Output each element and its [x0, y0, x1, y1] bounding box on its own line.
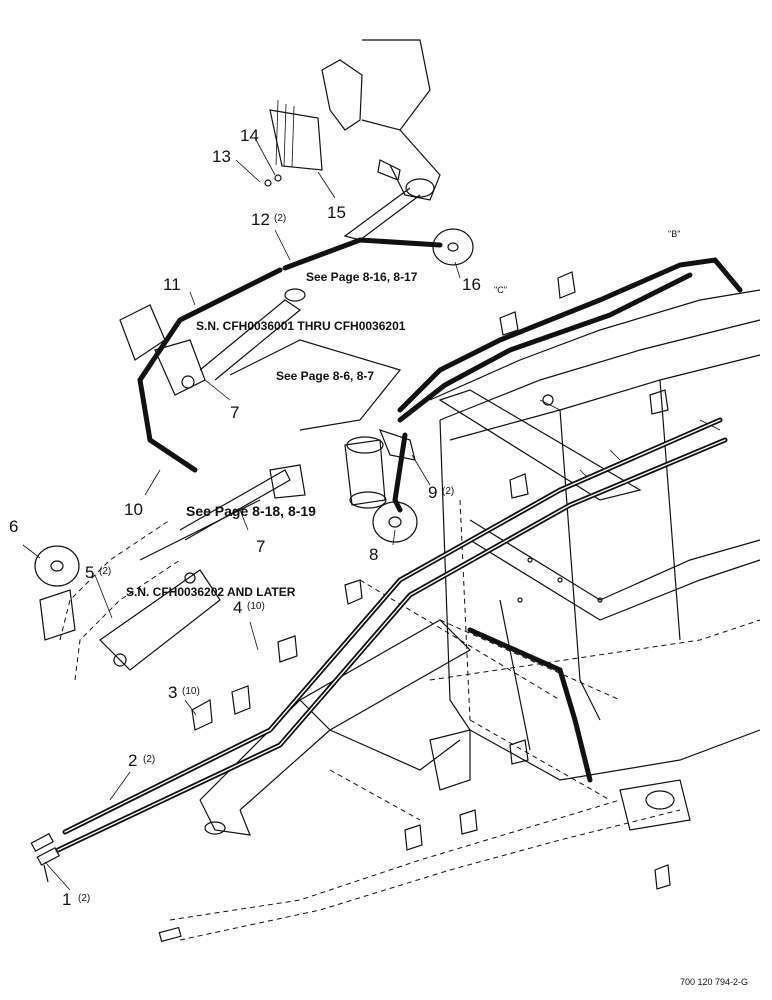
reference-notes: See Page 8-16, 8-17 S.N. CFH0036001 THRU…	[126, 229, 680, 599]
callout-8-number: 8	[369, 545, 378, 564]
callout-7b-number: 7	[256, 537, 265, 556]
callout-9-qty: (2)	[442, 486, 454, 497]
leader-lines	[22, 137, 461, 891]
hose-lines	[55, 237, 743, 941]
dust-caps	[34, 228, 474, 587]
upper-linkage-assembly	[264, 39, 441, 241]
callout-16-number: 16	[462, 275, 481, 294]
callout-1-qty: (2)	[78, 893, 90, 904]
label-b: "B"	[668, 229, 680, 239]
callout-14-number: 14	[240, 126, 259, 145]
callout-4-qty: (10)	[247, 601, 265, 612]
callout-1-number: 1	[62, 890, 71, 909]
note-sn-range-1: S.N. CFH0036001 THRU CFH0036201	[196, 319, 406, 333]
callout-labels: 1 (2) 2 (2) 3 (10) 4 (10) 5 (2) 6 7 7 8 …	[9, 126, 481, 909]
callout-2-number: 2	[128, 751, 137, 770]
callout-5-number: 5	[85, 563, 94, 582]
callout-7a-number: 7	[230, 403, 239, 422]
note-see-page-8-6: See Page 8-6, 8-7	[276, 369, 374, 383]
callout-2-qty: (2)	[143, 754, 155, 765]
label-c: "C"	[494, 285, 507, 295]
callout-6-number: 6	[9, 517, 18, 536]
callout-5-qty: (2)	[99, 566, 111, 577]
note-see-page-8-16: See Page 8-16, 8-17	[306, 270, 418, 284]
callout-15-number: 15	[327, 203, 346, 222]
frame-structure	[359, 289, 761, 801]
callout-12-number: 12	[251, 210, 270, 229]
callout-3-qty: (10)	[182, 686, 200, 697]
callout-11-number: 11	[163, 275, 181, 294]
note-see-page-8-18: See Page 8-18, 8-19	[186, 503, 316, 519]
callout-12-qty: (2)	[274, 213, 286, 224]
callout-9-number: 9	[428, 483, 437, 502]
drawing-number: 700 120 794-2-G	[680, 977, 748, 987]
callout-4-number: 4	[233, 598, 242, 617]
note-sn-range-2: S.N. CFH0036202 AND LATER	[126, 585, 296, 599]
hose-end-fittings	[30, 832, 182, 943]
callout-3-number: 3	[168, 683, 177, 702]
hydraulic-components	[39, 288, 691, 831]
callout-13-number: 13	[212, 147, 231, 166]
callout-10-number: 10	[124, 500, 143, 519]
hose-clamps	[191, 271, 671, 890]
